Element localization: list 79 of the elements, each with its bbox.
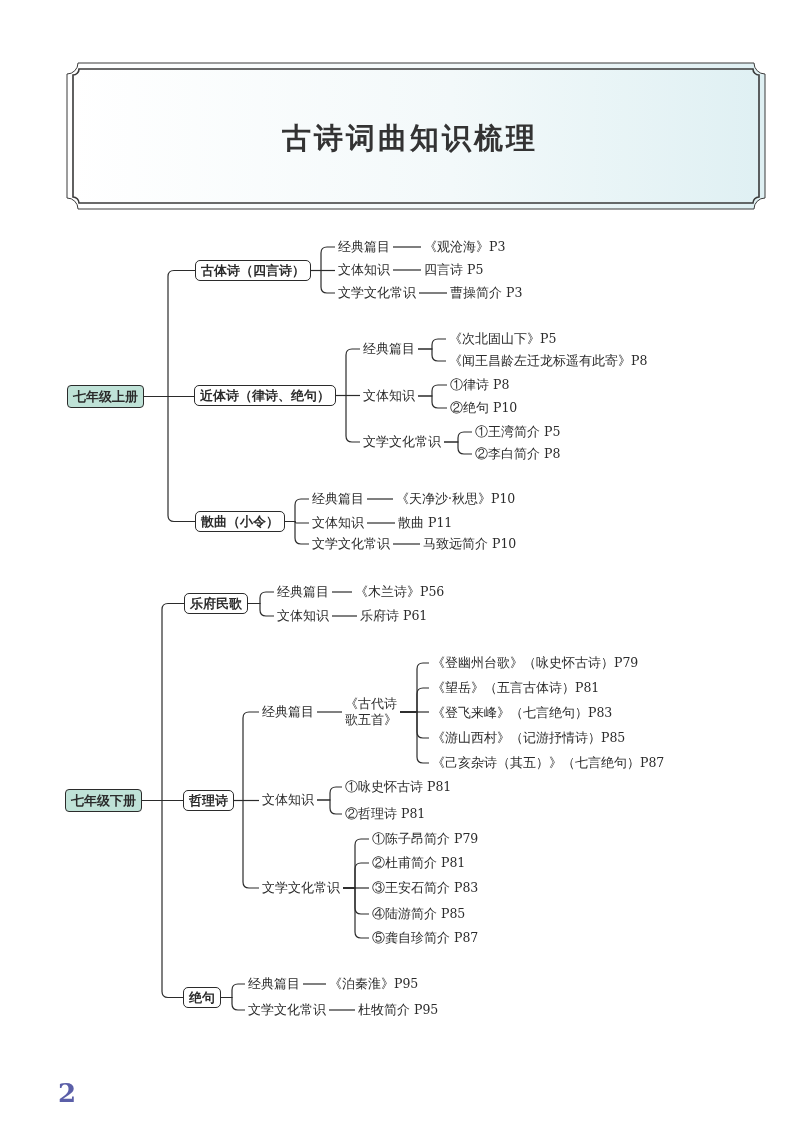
- entry-label: ②李白简介 P8: [472, 446, 564, 462]
- category-label: 文学文化常识: [259, 880, 343, 896]
- connector-line: [331, 615, 358, 617]
- category-label: 文学文化常识: [335, 285, 419, 301]
- entry-label: 散曲 P11: [395, 515, 456, 531]
- connector-line: [220, 996, 246, 1011]
- entry-label: 《观沧海》P3: [421, 239, 509, 255]
- connector-line: [316, 799, 343, 815]
- connector-line: [335, 394, 361, 443]
- entry-label: 《木兰诗》P56: [352, 584, 448, 600]
- entry-label: ②哲理诗 P81: [342, 806, 429, 822]
- connector-line: [233, 799, 260, 889]
- category-label: 经典篇目: [309, 491, 367, 507]
- category-label: 《古代诗歌五首》: [342, 696, 400, 728]
- connector-line: [331, 591, 353, 593]
- root-box: 七年级上册: [67, 384, 144, 408]
- entry-label: ①王湾简介 P5: [472, 424, 564, 440]
- entry-label: ①咏史怀古诗 P81: [342, 779, 455, 795]
- topic-box: 绝句: [183, 986, 221, 1008]
- entry-label: 《登飞来峰》（七言绝句）P83: [429, 705, 616, 721]
- topic-box: 哲理诗: [183, 789, 234, 811]
- connector-line: [342, 887, 370, 939]
- entry-label: ①律诗 P8: [447, 377, 513, 393]
- entry-label: ⑤龚自珍简介 P87: [369, 930, 482, 946]
- topic-box: 近体诗（律诗、绝句）: [194, 384, 336, 406]
- entry-label: 曹操简介 P3: [447, 285, 526, 301]
- entry-label: 《闻王昌龄左迁龙标遥有此寄》P8: [446, 353, 651, 369]
- category-label: 经典篇目: [360, 341, 418, 357]
- connector-line: [302, 983, 327, 985]
- connector-line: [392, 269, 422, 271]
- entry-label: ①陈子昂简介 P79: [369, 831, 482, 847]
- category-label: 文体知识: [259, 792, 317, 808]
- topic-box: 古体诗（四言诗）: [195, 259, 311, 281]
- category-label: 文体知识: [360, 388, 418, 404]
- connector-line: [417, 348, 447, 362]
- entry-label: 《次北固山下》P5: [446, 331, 560, 347]
- connector-line: [247, 602, 275, 617]
- connector-line: [392, 246, 422, 248]
- entry-label: ④陆游简介 P85: [369, 906, 469, 922]
- connector-line: [443, 441, 473, 455]
- topic-box: 散曲（小令）: [195, 510, 285, 532]
- category-label: 文学文化常识: [245, 1002, 329, 1018]
- entry-label: 《游山西村》（记游抒情诗）P85: [429, 730, 629, 746]
- category-label: 经典篇目: [274, 584, 332, 600]
- entry-label: ③王安石简介 P83: [369, 880, 482, 896]
- connector-line: [316, 711, 343, 713]
- root-box: 七年级下册: [65, 788, 142, 812]
- entry-label: 《己亥杂诗（其五）》（七言绝句）P87: [429, 755, 668, 771]
- entry-label: 杜牧简介 P95: [355, 1002, 442, 1018]
- entry-label: 《望岳》（五言古体诗）P81: [429, 680, 603, 696]
- connector-line: [143, 395, 196, 523]
- connector-line: [328, 1009, 356, 1011]
- connector-line: [310, 269, 336, 294]
- connector-line: [366, 522, 396, 524]
- category-label: 文学文化常识: [360, 434, 444, 450]
- topic-box: 乐府民歌: [184, 592, 248, 614]
- category-label: 经典篇目: [335, 239, 393, 255]
- entry-label: 乐府诗 P61: [357, 608, 431, 624]
- connector-line: [141, 799, 184, 999]
- category-label: 文体知识: [274, 608, 332, 624]
- entry-label: ②绝句 P10: [447, 400, 521, 416]
- entry-label: 马致远简介 P10: [420, 536, 520, 552]
- connector-line: [418, 292, 448, 294]
- page-number: 2: [58, 1078, 77, 1108]
- category-label: 经典篇目: [245, 976, 303, 992]
- entry-label: ②杜甫简介 P81: [369, 855, 469, 871]
- category-label: 文学文化常识: [309, 536, 393, 552]
- entry-label: 四言诗 P5: [421, 262, 487, 278]
- connector-line: [417, 395, 448, 409]
- title: 古诗词曲知识梳理: [282, 120, 538, 156]
- entry-label: 《登幽州台歌》（咏史怀古诗）P79: [429, 655, 642, 671]
- entry-label: 《泊秦淮》P95: [326, 976, 422, 992]
- category-label: 文体知识: [335, 262, 393, 278]
- connector-line: [284, 520, 310, 545]
- connector-line: [366, 498, 394, 500]
- connector-line: [392, 543, 421, 545]
- entry-label: 《天净沙·秋思》P10: [393, 491, 519, 507]
- category-label: 文体知识: [309, 515, 367, 531]
- category-label: 经典篇目: [259, 704, 317, 720]
